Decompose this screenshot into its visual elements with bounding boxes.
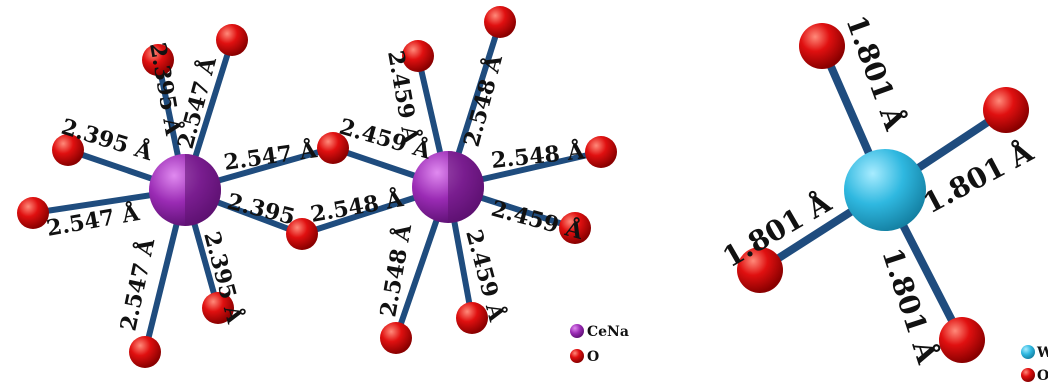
bond-label: 2.459 Å [488,195,586,246]
oxygen-atom [52,134,84,166]
oxygen-atom [939,317,985,363]
bond-label: 2.548 Å [374,221,417,319]
oxygen-atom [317,132,349,164]
oxygen-swatch-icon [570,349,584,363]
oxygen-atom [216,24,248,56]
oxygen-atom [202,292,234,324]
w-atom [844,149,926,231]
bond-label: 2.547 Å [222,136,319,176]
legend-item-cena: CeNa [570,324,629,340]
oxygen-atom [737,247,783,293]
oxygen-atom [142,44,174,76]
oxygen-atom [402,40,434,72]
oxygen-atom [129,336,161,368]
legend-left: CeNa O [570,324,629,365]
legend-item-oxygen-right: O [1021,368,1048,384]
oxygen-atom [456,302,488,334]
oxygen-atom [559,212,591,244]
bond-label: 1.801 Å [875,244,945,369]
bond-label: 2.395 [225,189,298,231]
oxygen-atom [983,87,1029,133]
oxygen-atom [799,23,845,69]
legend-label: O [587,349,599,365]
oxygen-atom [484,6,516,38]
bond-label: 2.548 Å [490,137,587,174]
oxygen-swatch-icon [1021,368,1035,382]
cena-swatch-icon [570,324,584,338]
w-swatch-icon [1021,345,1035,359]
legend-label: CeNa [587,324,629,340]
oxygen-atom [585,136,617,168]
legend-label: W [1036,345,1048,361]
oxygen-atom [17,197,49,229]
oxygen-atom [286,218,318,250]
oxygen-atom [380,322,412,354]
bond-label: 1.801 Å [917,134,1039,221]
legend-label: O [1037,368,1048,384]
bond-label: 2.548 Å [308,185,406,228]
bond-label: 2.548 Å [458,51,509,149]
site-shading [448,151,484,223]
legend-right: W O [1021,345,1048,384]
legend-item-w: W [1021,345,1048,361]
atoms [17,6,1029,368]
legend-item-oxygen: O [570,349,599,365]
site-shading [185,154,221,226]
